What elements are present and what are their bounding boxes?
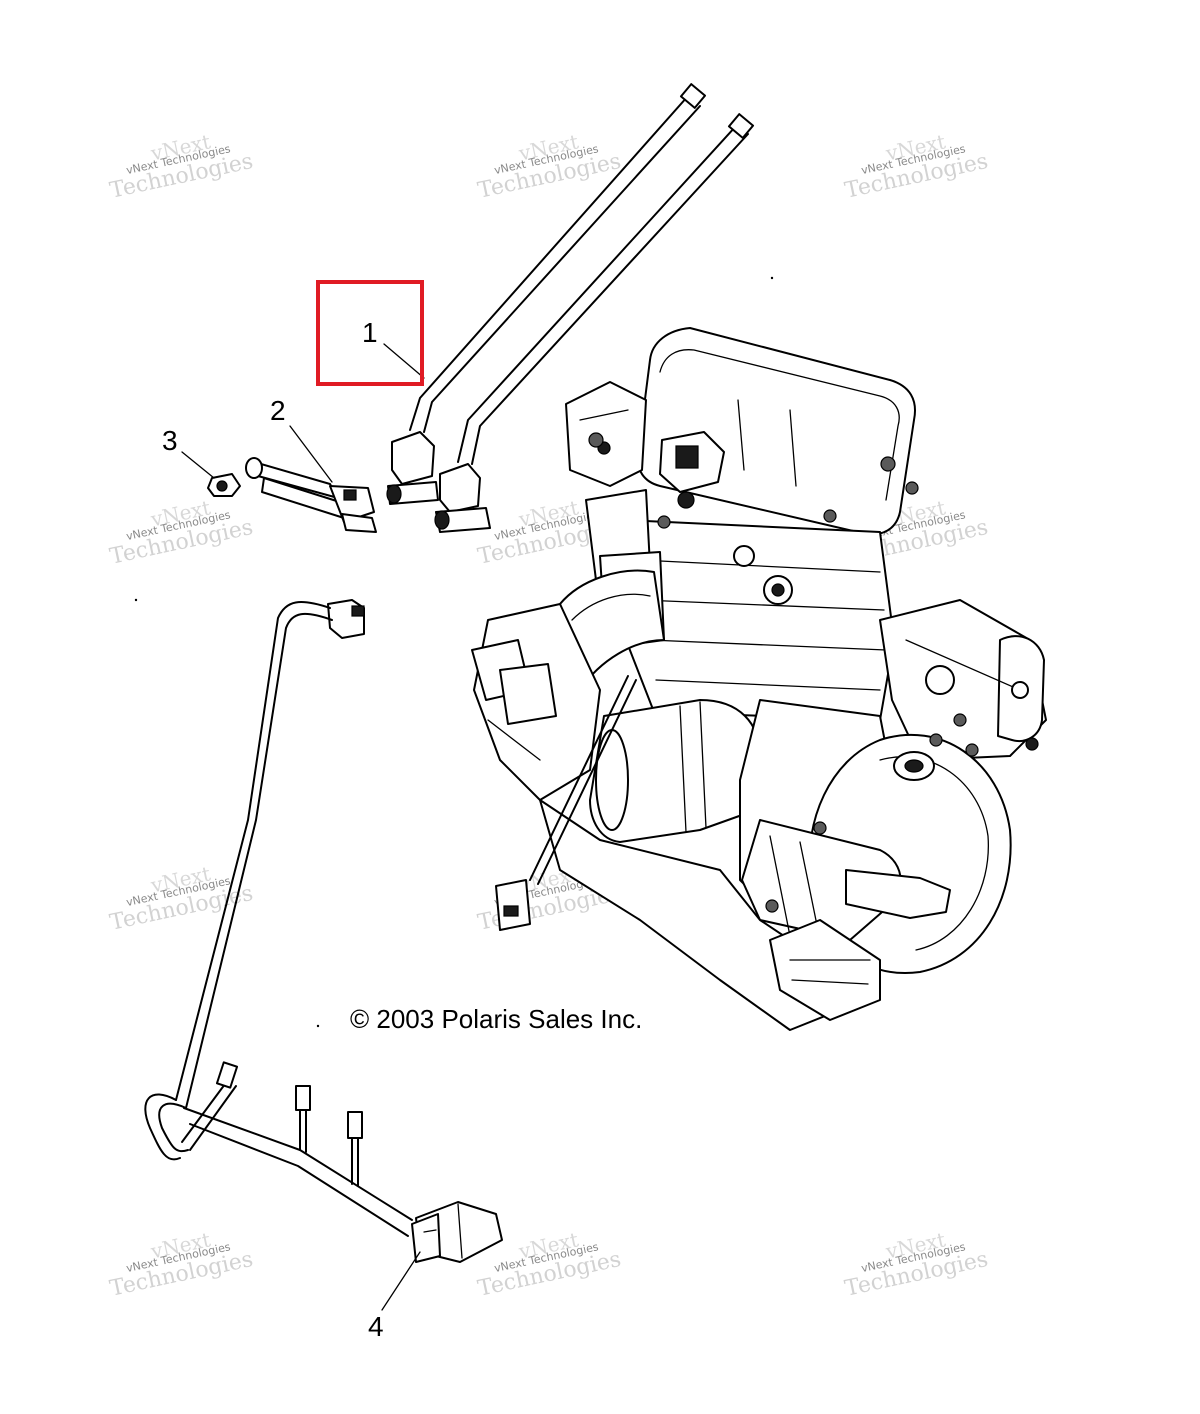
- engine-assembly: [471, 327, 1047, 1031]
- watermark: vNext vNext Technologies Technologies: [476, 129, 624, 203]
- part-1-fuel-lines[interactable]: [386, 83, 755, 533]
- print-speck: [316, 1024, 320, 1028]
- print-speck: [770, 276, 774, 280]
- watermark: vNext vNext Technologies Technologies: [108, 129, 256, 203]
- print-speck: [134, 598, 138, 602]
- leader-line-3: [181, 451, 215, 479]
- watermark: vNext vNext Technologies Technologies: [108, 495, 256, 569]
- copyright-text: © 2003 Polaris Sales Inc.: [350, 1004, 642, 1034]
- leader-line-2: [289, 425, 333, 483]
- leader-line-4: [381, 1251, 421, 1311]
- callout-3[interactable]: 3: [162, 425, 178, 456]
- highlight-box-part-1: [316, 280, 424, 386]
- watermark: vNext vNext Technologies Technologies: [843, 1227, 991, 1301]
- watermark: vNext vNext Technologies Technologies: [108, 1227, 256, 1301]
- callout-1[interactable]: 1: [362, 317, 378, 348]
- leader-lines: [181, 343, 425, 1311]
- watermark: vNext vNext Technologies Technologies: [843, 129, 991, 203]
- callout-2[interactable]: 2: [270, 395, 286, 426]
- part-3-nut[interactable]: [207, 473, 241, 497]
- part-4-wire-harness[interactable]: [144, 599, 503, 1263]
- leader-line-1: [383, 343, 425, 379]
- watermark: vNext vNext Technologies Technologies: [108, 861, 256, 935]
- callout-4[interactable]: 4: [368, 1311, 384, 1342]
- part-2-injector[interactable]: [245, 457, 377, 533]
